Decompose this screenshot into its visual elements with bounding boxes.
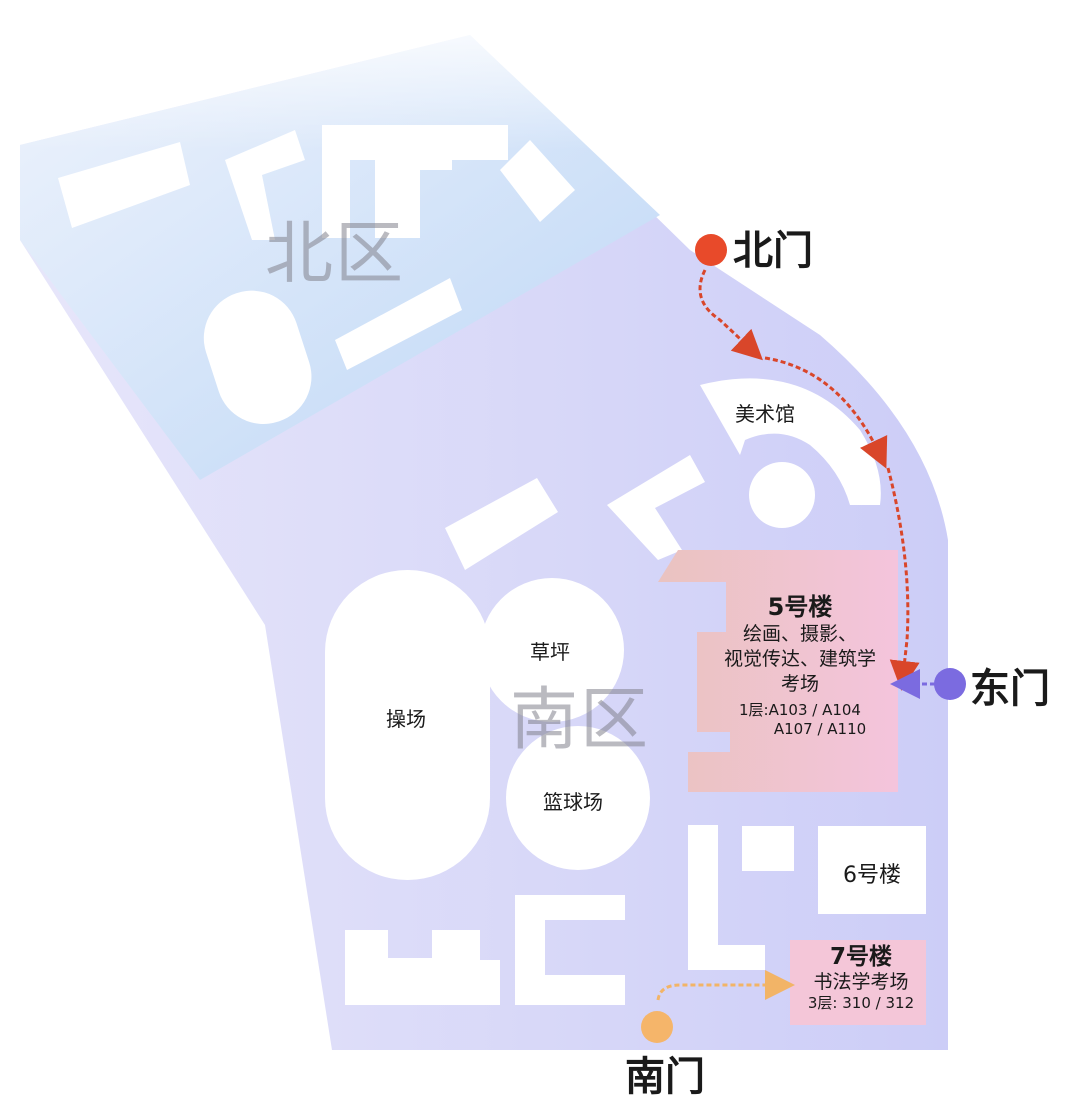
building-5-rooms-1: 1层:A103 / A104 bbox=[739, 701, 861, 719]
building-7-rooms: 3层: 310 / 312 bbox=[807, 994, 915, 1012]
south-zone-label: 南区 bbox=[510, 681, 651, 760]
route-south bbox=[656, 970, 795, 1001]
north-zone-label: 北区 bbox=[265, 215, 406, 294]
south-gate-marker-icon[interactable] bbox=[641, 1011, 673, 1043]
north-gate-label[interactable]: 北门 bbox=[733, 228, 813, 274]
basketball-court-label[interactable]: 篮球场 bbox=[543, 790, 603, 814]
south-gate-label[interactable]: 南门 bbox=[625, 1054, 705, 1100]
building-5-subjects-3: 考场 bbox=[780, 673, 819, 695]
building-5-title: 5号楼 bbox=[767, 593, 833, 621]
building-5-shape bbox=[658, 550, 898, 792]
building-7-subjects: 书法学考场 bbox=[813, 971, 909, 993]
building-7-card[interactable]: 7号楼 书法学考场 3层: 310 / 312 bbox=[795, 944, 927, 1013]
building-5-rooms-2: A107 / A110 bbox=[773, 720, 867, 738]
east-gate-label[interactable]: 东门 bbox=[970, 666, 1050, 712]
lawn-label[interactable]: 草坪 bbox=[530, 640, 570, 664]
route-north-2 bbox=[764, 356, 888, 469]
building-5-subjects-2: 视觉传达、建筑学 bbox=[723, 648, 876, 670]
building-5-card[interactable]: 5号楼 绘画、摄影、 视觉传达、建筑学 考场 1层:A103 / A104 A1… bbox=[700, 592, 900, 739]
building-6-label[interactable]: 6号楼 bbox=[843, 863, 901, 888]
building-5-subjects-1: 绘画、摄影、 bbox=[742, 623, 857, 645]
east-gate-marker-icon[interactable] bbox=[934, 668, 966, 700]
south-buildings bbox=[325, 378, 926, 1005]
north-buildings bbox=[58, 125, 575, 424]
north-gate-marker-icon[interactable] bbox=[695, 234, 727, 266]
building-7-shape bbox=[790, 940, 926, 1025]
playground-label[interactable]: 操场 bbox=[386, 707, 426, 731]
route-north bbox=[698, 269, 763, 361]
art-museum-label[interactable]: 美术馆 bbox=[735, 402, 795, 426]
route-north-3 bbox=[886, 467, 920, 691]
building-7-title: 7号楼 bbox=[829, 944, 892, 970]
